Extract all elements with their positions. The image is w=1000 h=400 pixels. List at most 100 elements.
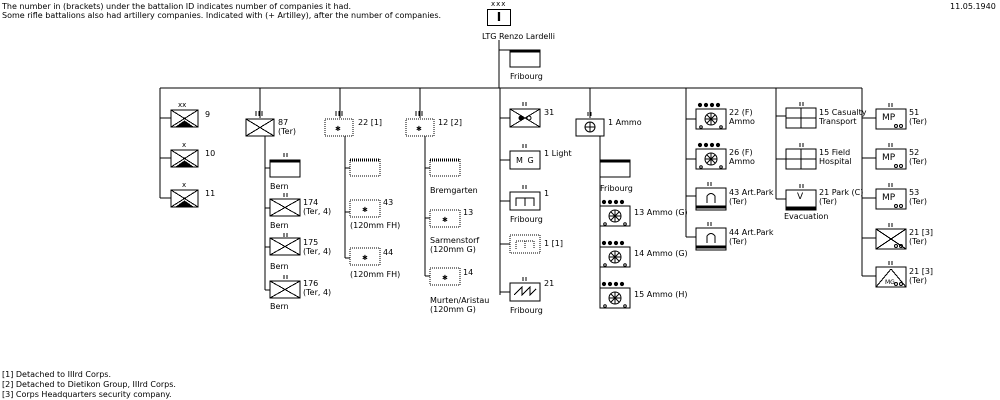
bn-21-3a-label: 21 [3] [909,228,934,237]
bn-31-symbol [509,108,541,128]
bn-21-below: Fribourg [510,306,543,315]
ammo-hq-below: Fribourg [600,184,633,193]
bn-21-3b-label: 21 [3] [909,267,934,276]
bn-174-below: Bern [270,221,289,230]
bn-1-below: Fribourg [510,215,543,224]
bern-hq-box [269,159,301,178]
bn-13-symbol [429,209,461,228]
ammo-15-symbol [599,287,631,309]
div-11-symbol [170,189,199,208]
bremgarten-hq-box [429,158,461,177]
ammo-22f-label-2: Ammo [729,117,755,126]
bn-175-symbol [269,237,301,256]
park-21-inner: V [797,192,804,202]
ammo-13-label: 13 Ammo (G) [634,208,688,217]
mp-52-symbol [875,148,907,170]
reg87-label-2: (Ter) [278,127,296,136]
ammo-26f-symbol [695,148,727,170]
bn-21-3b-symbol [875,266,907,288]
reg87-label: 87 [278,118,289,127]
bn-175-below: Bern [270,262,289,271]
footnote-3: [3] Corps Headquarters security company. [2,390,172,399]
ammo-26f-label: 26 (F) [729,148,753,157]
reg22-label: 22 [1] [358,118,383,127]
bn-21-3a-label-2: (Ter) [909,237,927,246]
bn-1-light-label: 1 Light [544,149,572,158]
bn-14-symbol [429,267,461,286]
bn-1-light-inner: M G [516,156,535,165]
commander-label: LTG Renzo Lardelli [482,32,555,41]
bn-14-below-2: (120mm G) [430,305,476,314]
bn-13-below: Sarmenstorf [430,236,480,245]
ammo-22f-label: 22 (F) [729,108,753,117]
bn-174-label-2: (Ter, 4) [303,207,332,216]
div-10-echelon: x [182,141,187,149]
casualty-15-label: 15 Casualty [819,108,867,117]
ammo-symbol [575,118,605,137]
div-9-echelon: xx [178,101,187,109]
bn-1-label: 1 [544,189,550,198]
corps-hq-symbol: I [487,9,511,26]
reg22-symbol [324,118,354,137]
bn-1-symbol [509,191,541,211]
div-9-symbol [170,109,199,128]
hq-company-location: Fribourg [510,72,543,81]
bn-21-symbol [509,282,541,302]
svg-text:✱: ✱ [416,125,422,133]
artpark-44-symbol [695,227,727,251]
casualty-15-label-2: Transport [819,117,857,126]
bn-176-label-2: (Ter, 4) [303,288,332,297]
footnote-2: [2] Detached to Dietikon Group, IIIrd Co… [2,380,176,389]
ammo-14-label: 14 Ammo (G) [634,249,688,258]
ammo-15-label: 15 Ammo (H) [634,290,688,299]
bn-174-symbol [269,198,301,217]
bn-31-label: 31 [544,108,555,117]
bn-44-label: 44 [383,248,394,257]
div-10-label: 10 [205,149,216,158]
header-note-1: The number in (brackets) under the batta… [2,2,352,11]
artpark-43-label-2: (Ter) [729,197,747,206]
bn-176-label: 176 [303,279,319,288]
bn-43-symbol [349,199,381,218]
bn-44-below: (120mm FH) [350,270,401,279]
mp-53-label-2: (Ter) [909,197,927,206]
bn-1-light-symbol [509,150,541,170]
mp-53-inner: MP [882,193,896,203]
artpark-44-label-2: (Ter) [729,237,747,246]
div-9-label: 9 [205,110,211,119]
bn-14-below: Murten/Aristau [430,296,490,305]
bn-21-3b-inner: MG [885,279,895,286]
div-10-symbol [170,149,199,168]
svg-text:✱: ✱ [362,206,368,214]
bn-21-3a-symbol [875,228,907,250]
bn-43-label: 43 [383,198,394,207]
hq-echelon-mark: xxx [491,0,507,8]
bn-176-below: Bern [270,302,289,311]
date-label: 11.05.1940 [950,2,996,11]
bn-13-below-2: (120mm G) [430,245,476,254]
bn-14-label: 14 [463,268,474,277]
ammo-26f-label-2: Ammo [729,157,755,166]
header-note-2: Some rifle battalions also had artillery… [2,11,442,20]
mp-53-label: 53 [909,188,920,197]
ammo-13-symbol [599,205,631,227]
bn-1-1-symbol [509,234,541,254]
bn-175-label: 175 [303,238,319,247]
park-21-below: Evacuation [784,212,829,221]
div-11-echelon: x [182,181,187,189]
bn-175-label-2: (Ter, 4) [303,247,332,256]
mp-52-label: 52 [909,148,920,157]
div-11-label: 11 [205,189,216,198]
mp-53-symbol [875,188,907,210]
reg87-symbol [245,118,275,137]
bn-21-label: 21 [544,279,555,288]
mp-51-symbol [875,108,907,130]
artpark-44-label: 44 Art.Park [729,228,774,237]
bremgarten-below: Bremgarten [430,186,478,195]
bn-176-symbol [269,280,301,299]
bn-43-below: (120mm FH) [350,221,401,230]
park-21-label: 21 Park (C) [819,188,864,197]
svg-text:✱: ✱ [335,125,341,133]
reg12-label: 12 [2] [438,118,463,127]
